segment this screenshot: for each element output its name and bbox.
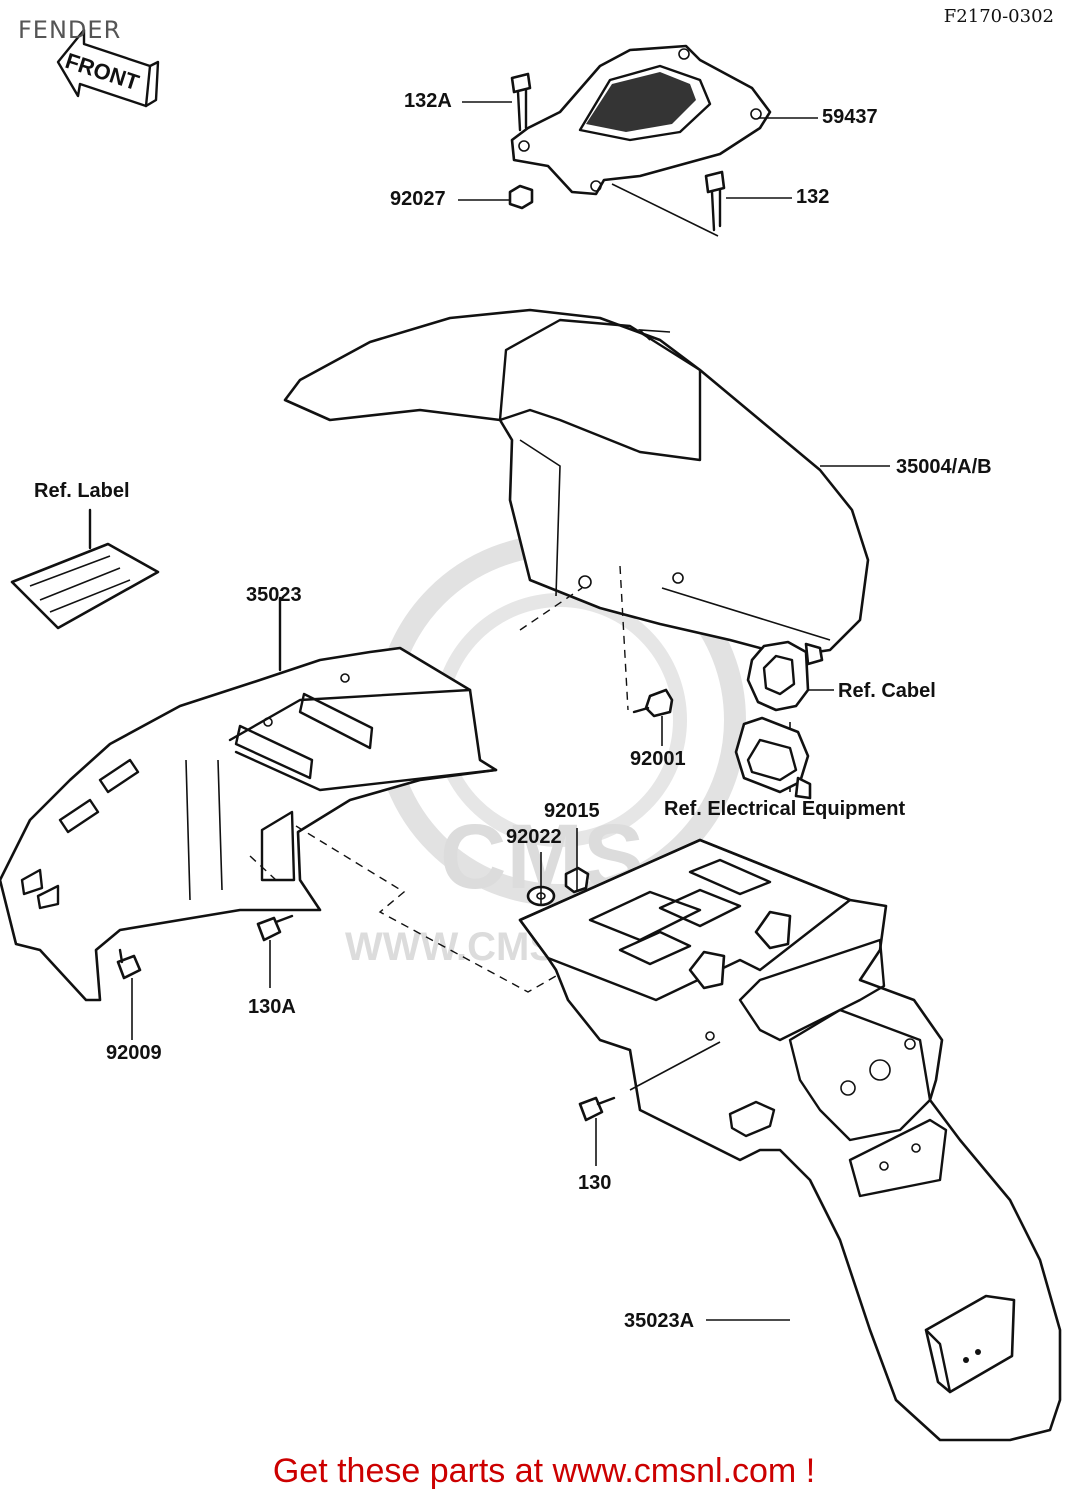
ref-label-sticker-drawing — [10, 508, 160, 630]
bolt-132-icon — [704, 170, 726, 232]
nut-92027-icon — [508, 184, 534, 210]
callout-92001[interactable]: 92001 — [630, 748, 686, 770]
leader-lines — [131, 101, 890, 1321]
callout-92009[interactable]: 92009 — [106, 1042, 162, 1064]
bolt-132A-icon — [510, 72, 532, 132]
callout-ref-electrical[interactable]: Ref. Electrical Equipment — [664, 798, 906, 820]
bolt-130-icon — [578, 1096, 616, 1122]
callout-35023[interactable]: 35023 — [246, 584, 302, 606]
callout-92022[interactable]: 92022 — [506, 826, 562, 848]
callout-92027[interactable]: 92027 — [390, 188, 446, 210]
callout-132A[interactable]: 132A — [404, 90, 452, 112]
callout-35023A[interactable]: 35023A — [624, 1310, 695, 1332]
diagram-code: F2170-0302 — [943, 6, 1054, 27]
callout-ref-label[interactable]: Ref. Label — [34, 480, 130, 502]
bolt-92001-icon — [632, 688, 674, 718]
promo-link[interactable]: Get these parts at www.cmsnl.com ! — [272, 1452, 816, 1490]
callout-130A[interactable]: 130A — [248, 996, 296, 1018]
page-title: FENDER — [18, 16, 122, 44]
front-fender-35004-drawing — [283, 308, 870, 711]
cover-59437-drawing — [510, 44, 772, 237]
inner-fender-35023-drawing — [0, 596, 557, 1002]
ref-electrical-clamp-drawing — [734, 716, 812, 800]
callout-92015[interactable]: 92015 — [544, 800, 600, 822]
callout-59437[interactable]: 59437 — [822, 106, 878, 128]
bolt-130A-icon — [256, 914, 294, 942]
bolt-92009-icon — [116, 948, 142, 980]
callout-130[interactable]: 130 — [578, 1172, 612, 1194]
front-arrow-icon — [56, 28, 160, 108]
callout-ref-cabel[interactable]: Ref. Cabel — [838, 680, 936, 702]
callout-132[interactable]: 132 — [796, 186, 830, 208]
callout-35004[interactable]: 35004/A/B — [896, 456, 992, 478]
rear-fender-35023A-drawing — [518, 838, 1062, 1442]
ref-cabel-clamp-drawing — [746, 640, 824, 792]
